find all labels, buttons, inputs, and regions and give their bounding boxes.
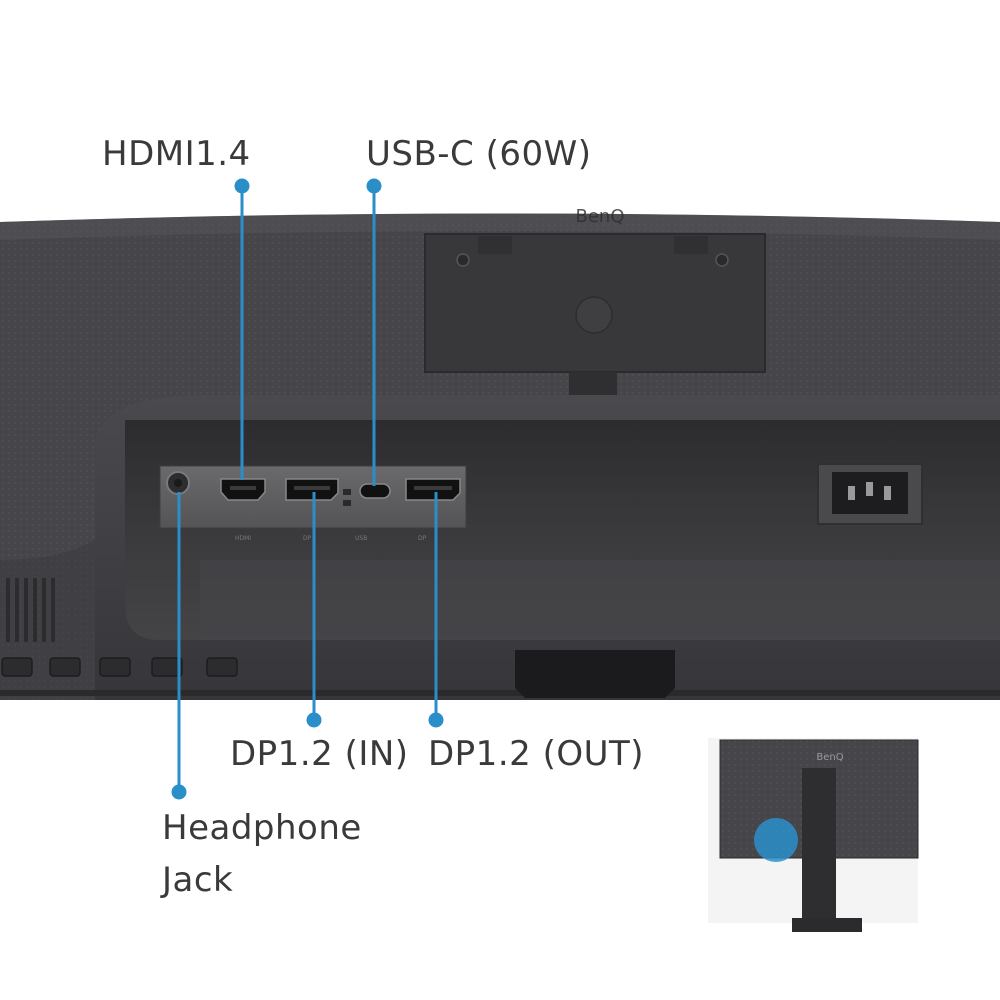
callout-lines [171, 178, 444, 800]
headphone-label-line2: Jack [162, 860, 234, 900]
usb-c-port [359, 483, 391, 499]
headphone-label-line1: Headphone [162, 808, 362, 848]
svg-text:BenQ: BenQ [576, 206, 625, 227]
svg-text:DP: DP [303, 535, 312, 542]
control-buttons [1, 657, 238, 677]
inset-monitor-thumbnail: BenQ [708, 738, 919, 932]
svg-text:DP: DP [418, 535, 427, 542]
dp-out-label: DP1.2 (OUT) [428, 734, 645, 774]
usb-c-label: USB-C (60W) [366, 134, 592, 174]
dp-in-label: DP1.2 (IN) [230, 734, 409, 774]
svg-text:HDMI: HDMI [235, 535, 251, 542]
hdmi-label: HDMI1.4 [102, 134, 251, 174]
inset-highlight-marker [754, 818, 798, 862]
svg-text:USB: USB [355, 535, 367, 542]
stand-stub [515, 650, 675, 698]
svg-text:BenQ: BenQ [816, 752, 843, 763]
